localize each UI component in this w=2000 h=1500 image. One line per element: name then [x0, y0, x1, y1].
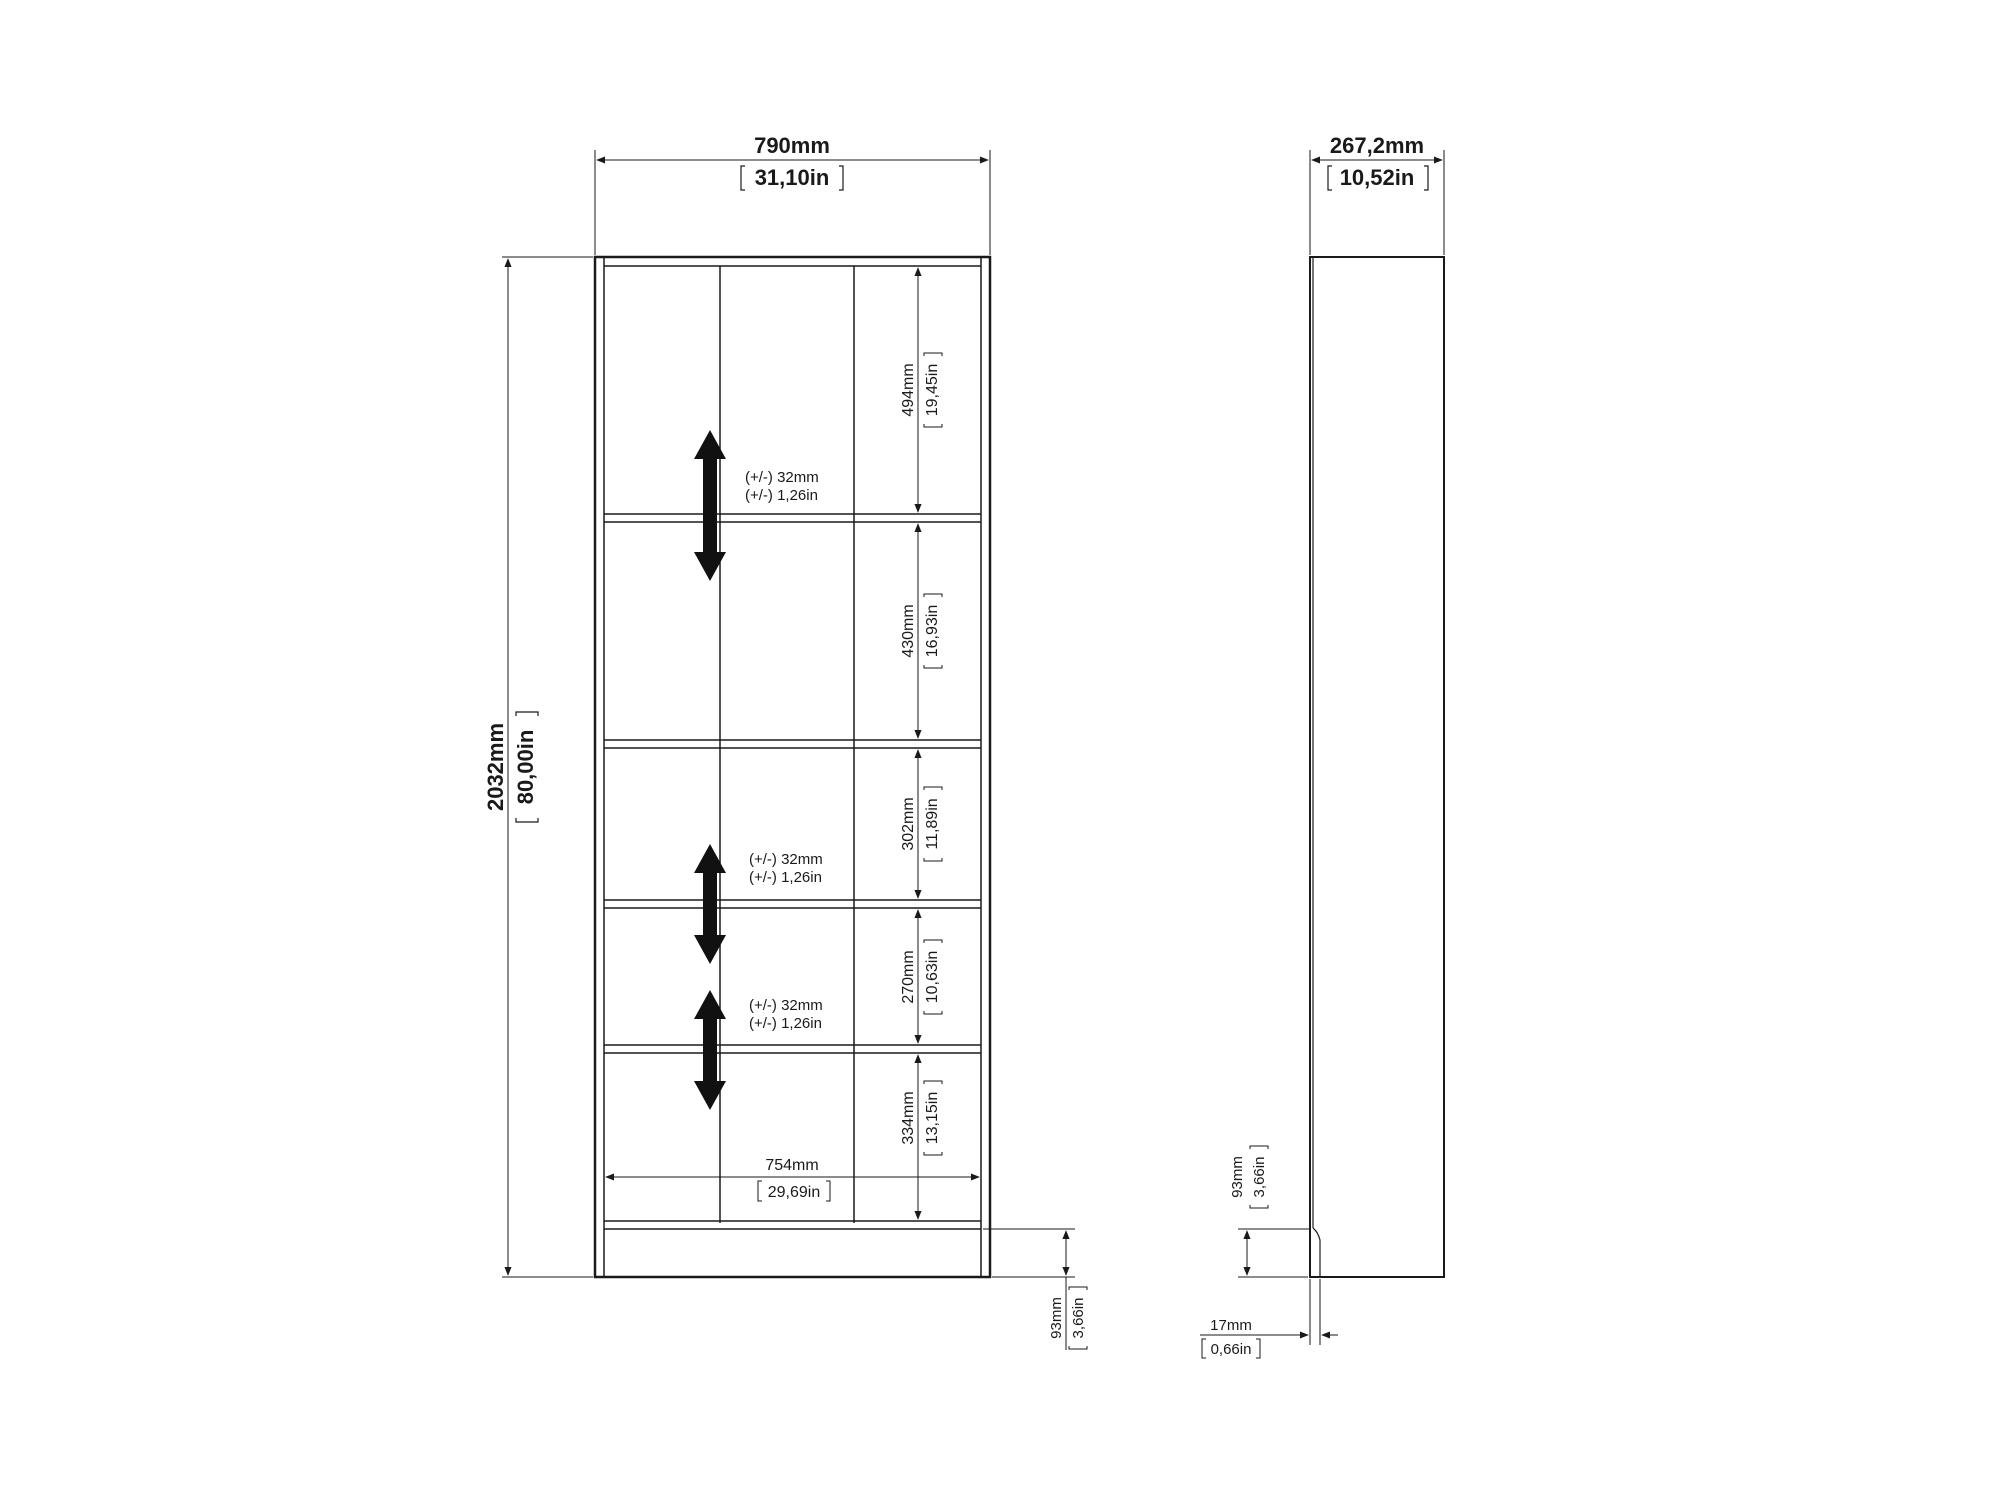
- shelf: [604, 739, 981, 749]
- compartment-3-label: 302mm 11,89in: [900, 786, 943, 862]
- depth-dimension: 267,2mm 10,52in: [1309, 133, 1445, 255]
- double-arrow-icon: [694, 990, 726, 1110]
- adjust-note-3-in: (+/-) 1,26in: [749, 1015, 822, 1032]
- front-carcass: [593, 255, 992, 1279]
- setback-in: 0,66in: [1211, 1341, 1252, 1358]
- overall-height-dimension: 2032mm 80,00in: [483, 256, 593, 1278]
- overall-width-dimension: 790mm 31,10in: [594, 133, 991, 255]
- front-plinth-dimension: 93mm 3,66in: [983, 1228, 1088, 1350]
- side-plinth-mm: 93mm: [1229, 1156, 1246, 1198]
- inner-width-mm: 754mm: [765, 1157, 818, 1174]
- compartment-5-mm: 334mm: [900, 1091, 917, 1144]
- height-in-label: 80,00in: [513, 730, 538, 805]
- compartment-5-label: 334mm 13,15in: [900, 1080, 943, 1156]
- adjust-note-2-mm: (+/-) 32mm: [749, 851, 823, 868]
- side-plinth-in: 3,66in: [1251, 1157, 1268, 1198]
- bottom-shelf: [604, 1220, 981, 1230]
- double-arrow-icon: [694, 430, 726, 581]
- adjust-note-3-mm: (+/-) 32mm: [749, 997, 823, 1014]
- setback-dimension: 17mm 0,66in: [1200, 1279, 1338, 1359]
- width-mm-label: 790mm: [754, 133, 830, 158]
- compartment-4-label: 270mm 10,63in: [900, 939, 943, 1015]
- shelf: [604, 1044, 981, 1054]
- compartment-4-mm: 270mm: [900, 950, 917, 1003]
- adjustable-shelf-arrows: (+/-) 32mm (+/-) 1,26in (+/-) 32mm (+/-)…: [694, 430, 823, 1110]
- compartment-5-in: 13,15in: [924, 1092, 941, 1145]
- height-mm-label: 2032mm: [483, 723, 508, 811]
- compartment-2-in: 16,93in: [924, 605, 941, 658]
- front-plinth-mm: 93mm: [1048, 1297, 1065, 1339]
- compartment-1-in: 19,45in: [924, 364, 941, 417]
- compartment-dimensions: 494mm 19,45in 430mm 16,93in 302mm 11,89i…: [900, 267, 943, 1220]
- depth-in-label: 10,52in: [1340, 165, 1415, 190]
- compartment-2-label: 430mm 16,93in: [900, 593, 943, 669]
- compartment-3-mm: 302mm: [900, 797, 917, 850]
- compartment-1-label: 494mm 19,45in: [900, 352, 943, 428]
- compartment-3-in: 11,89in: [924, 798, 941, 849]
- depth-mm-label: 267,2mm: [1330, 133, 1424, 158]
- setback-mm: 17mm: [1210, 1317, 1252, 1334]
- side-plinth-dimension: 93mm 3,66in: [1229, 1145, 1311, 1278]
- adjust-note-1-in: (+/-) 1,26in: [745, 487, 818, 504]
- compartment-1-mm: 494mm: [900, 363, 917, 416]
- front-plinth-in: 3,66in: [1070, 1298, 1087, 1339]
- double-arrow-icon: [694, 844, 726, 964]
- side-view: 267,2mm 10,52in 93mm 3,66in 17mm 0,66in: [1200, 133, 1445, 1359]
- inner-width-dimension: 754mm 29,69in: [605, 1157, 980, 1202]
- shelf: [604, 899, 981, 909]
- inner-width-in: 29,69in: [768, 1184, 821, 1201]
- side-panel: [1309, 256, 1445, 1278]
- shelf: [604, 513, 981, 523]
- shelves: [604, 513, 981, 1230]
- adjust-note-2-in: (+/-) 1,26in: [749, 869, 822, 886]
- width-in-label: 31,10in: [755, 165, 830, 190]
- compartment-4-in: 10,63in: [924, 951, 941, 1004]
- compartment-2-mm: 430mm: [900, 604, 917, 657]
- adjust-note-1-mm: (+/-) 32mm: [745, 469, 819, 486]
- front-view: 790mm 31,10in 2032mm 80,00in 494mm 19,45…: [483, 133, 1088, 1350]
